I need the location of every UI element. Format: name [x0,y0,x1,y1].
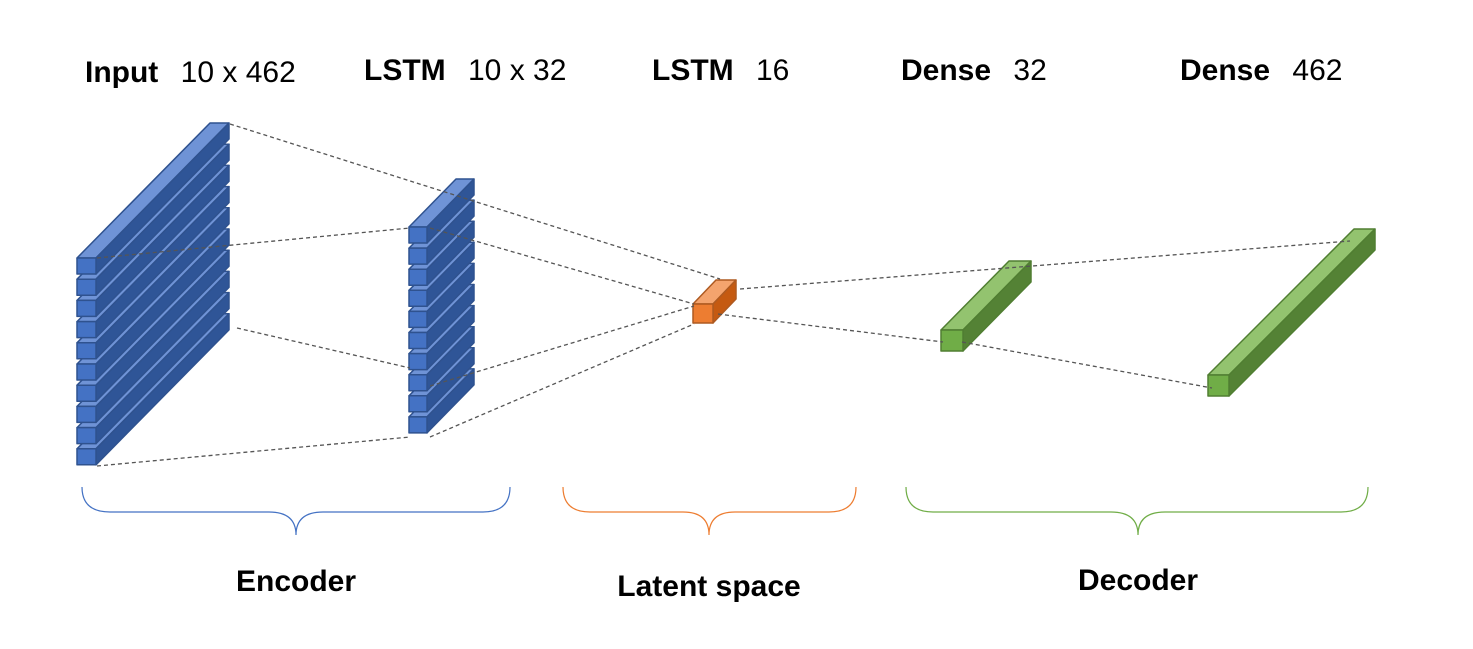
connection-line [429,305,695,387]
block-front-face [408,416,428,434]
block-front-face [940,329,964,352]
block-front-face [76,320,97,339]
connection-line [96,436,411,467]
block-front-face [76,384,97,402]
block-front-face [76,278,97,296]
block-front-face [408,268,428,286]
block-front-face [76,257,97,275]
layer-name: LSTM [652,54,734,87]
block-front-face [76,448,97,466]
block-front-face [408,226,428,244]
block-front-face [76,299,97,318]
block-front-face [76,405,97,424]
connection-line [236,327,411,369]
decoder-label: Decoder [1078,564,1198,597]
layer-shape: 16 [756,54,789,87]
block-front-face [76,342,97,360]
lstm-1-layer-stack [408,178,475,434]
layer-shape: 10 x 32 [468,54,566,87]
block-front-face [408,395,428,413]
layer-name: Dense [1180,54,1270,87]
block-front-face [408,352,428,371]
block-front-face [408,289,428,308]
latent-space-label: Latent space [617,570,800,603]
block-front-face [1207,374,1230,397]
dense-462-bar [1207,228,1376,397]
lstm-bar [408,178,475,244]
latent-space-brace [562,486,857,536]
block-front-face [408,373,428,392]
block-front-face [408,331,428,350]
connection-line [961,341,1213,389]
block-front-face [692,303,714,324]
dense-1-block [940,260,1032,352]
decoder-brace [905,486,1369,536]
connection-line [429,227,695,305]
latent-bar [692,279,737,324]
block-front-face [76,363,97,381]
input-layer-stack [76,122,230,466]
dense-2-block [1207,228,1376,397]
connection-line [717,313,944,343]
layer-title-dense-2: Dense 462 [1180,54,1342,87]
block-front-face [76,426,97,445]
connection-lines [96,123,1351,467]
input-bar [76,122,230,275]
layer-title-lstm-2: LSTM 16 [652,54,789,87]
block-front-face [408,247,428,265]
connection-line [96,227,411,259]
layer-name: LSTM [364,54,446,87]
layer-name: Input [85,56,158,89]
layer-shape: 462 [1292,54,1342,87]
layer-title-dense-1: Dense 32 [901,54,1047,87]
latent-lstm-block [692,279,737,324]
block-side-face [1228,228,1376,397]
layer-shape: 10 x 462 [181,56,296,89]
connection-line [739,240,1351,290]
block-top-face [1207,228,1376,376]
layer-name: Dense [901,54,991,87]
layer-title-lstm-1: LSTM 10 x 32 [364,54,566,87]
connection-line [229,123,721,280]
block-front-face [408,310,428,329]
layer-shape: 32 [1013,54,1046,87]
layer-title-input: Input 10 x 462 [85,56,296,89]
encoder-brace [81,486,511,536]
encoder-label: Encoder [236,565,356,598]
dense-32-bar [940,260,1032,352]
connection-line [429,323,695,438]
